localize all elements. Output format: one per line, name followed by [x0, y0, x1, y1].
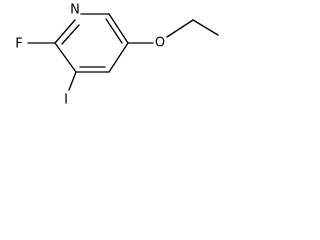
atom-label-nitrogen: N — [70, 3, 80, 18]
double-bond-c3-c2 — [105, 18, 123, 44]
bond-oxygen-ch2 — [166, 19, 194, 38]
bond-c3-c2 — [108, 13, 129, 44]
bond-c6-c5 — [54, 42, 77, 73]
atom-label-fluorine: F — [15, 37, 22, 52]
bond-c5-iodine — [68, 71, 77, 91]
bond-ch2-ch3 — [192, 19, 219, 36]
atom-label-iodine: I — [64, 93, 68, 108]
bond-n1-c6 — [54, 19, 76, 44]
double-bond-n1-c6 — [61, 24, 80, 45]
structure-diagram: N F I O — [0, 0, 230, 121]
bond-c4-c3 — [108, 42, 129, 73]
molecule-drawing: N F I O — [15, 3, 219, 108]
atom-label-oxygen: O — [155, 36, 165, 51]
